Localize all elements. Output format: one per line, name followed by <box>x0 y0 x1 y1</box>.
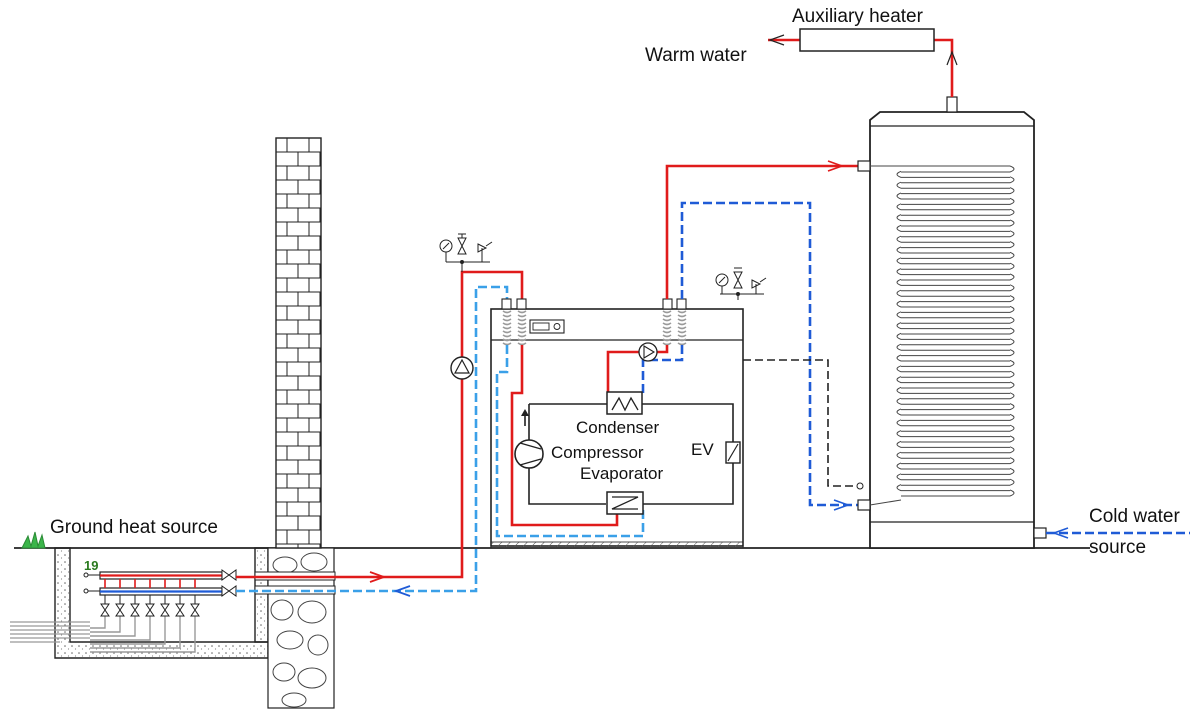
cold-water-label: Cold water <box>1089 506 1180 527</box>
tank-heat-exchanger-coil <box>869 165 1015 506</box>
flow-arrow-up-icon <box>521 409 529 426</box>
auxiliary-heater-label: Auxiliary heater <box>792 6 924 27</box>
warm-water-line <box>768 34 958 97</box>
auxiliary-heater-icon <box>799 28 935 52</box>
collector-number-label: 19 <box>84 558 98 573</box>
compressor-icon <box>514 439 544 469</box>
brine-safety-group-icon <box>439 233 493 272</box>
brine-return-line <box>236 285 509 597</box>
condenser-icon <box>606 391 643 415</box>
warm-water-label: Warm water <box>645 45 747 66</box>
evaporator-icon <box>606 491 644 515</box>
evaporator-label: Evaporator <box>580 464 663 483</box>
ground-manifold: 19 <box>83 558 237 617</box>
condenser-label: Condenser <box>576 418 660 437</box>
control-panel-icon <box>529 319 565 334</box>
cold-water-inlet-line <box>1046 527 1190 539</box>
ground-heat-source-label: Ground heat source <box>50 517 218 538</box>
storage-tank <box>857 96 1047 549</box>
grass-icon <box>21 531 46 549</box>
heating-safety-group-icon <box>715 267 767 300</box>
sensor-cable <box>743 359 864 490</box>
hot-water-supply-line <box>665 160 858 299</box>
ground-collector-pipes <box>10 614 196 653</box>
heat-pump-connections <box>501 298 687 310</box>
manifold-shutoff-valves <box>221 569 237 597</box>
compressor-label: Compressor <box>551 443 644 462</box>
refrigerant-circuit <box>528 403 734 505</box>
internal-heating-lines <box>606 345 684 402</box>
brick-wall <box>275 137 322 549</box>
flex-hoses <box>502 310 687 346</box>
heating-pump-icon <box>638 342 658 362</box>
brine-pump-icon <box>450 356 474 380</box>
ev-label: EV <box>691 440 714 459</box>
internal-brine-lines <box>495 345 645 538</box>
hot-water-return-line <box>680 201 858 511</box>
expansion-valve-icon <box>725 441 741 464</box>
cold-water-source-label: source <box>1089 537 1146 558</box>
